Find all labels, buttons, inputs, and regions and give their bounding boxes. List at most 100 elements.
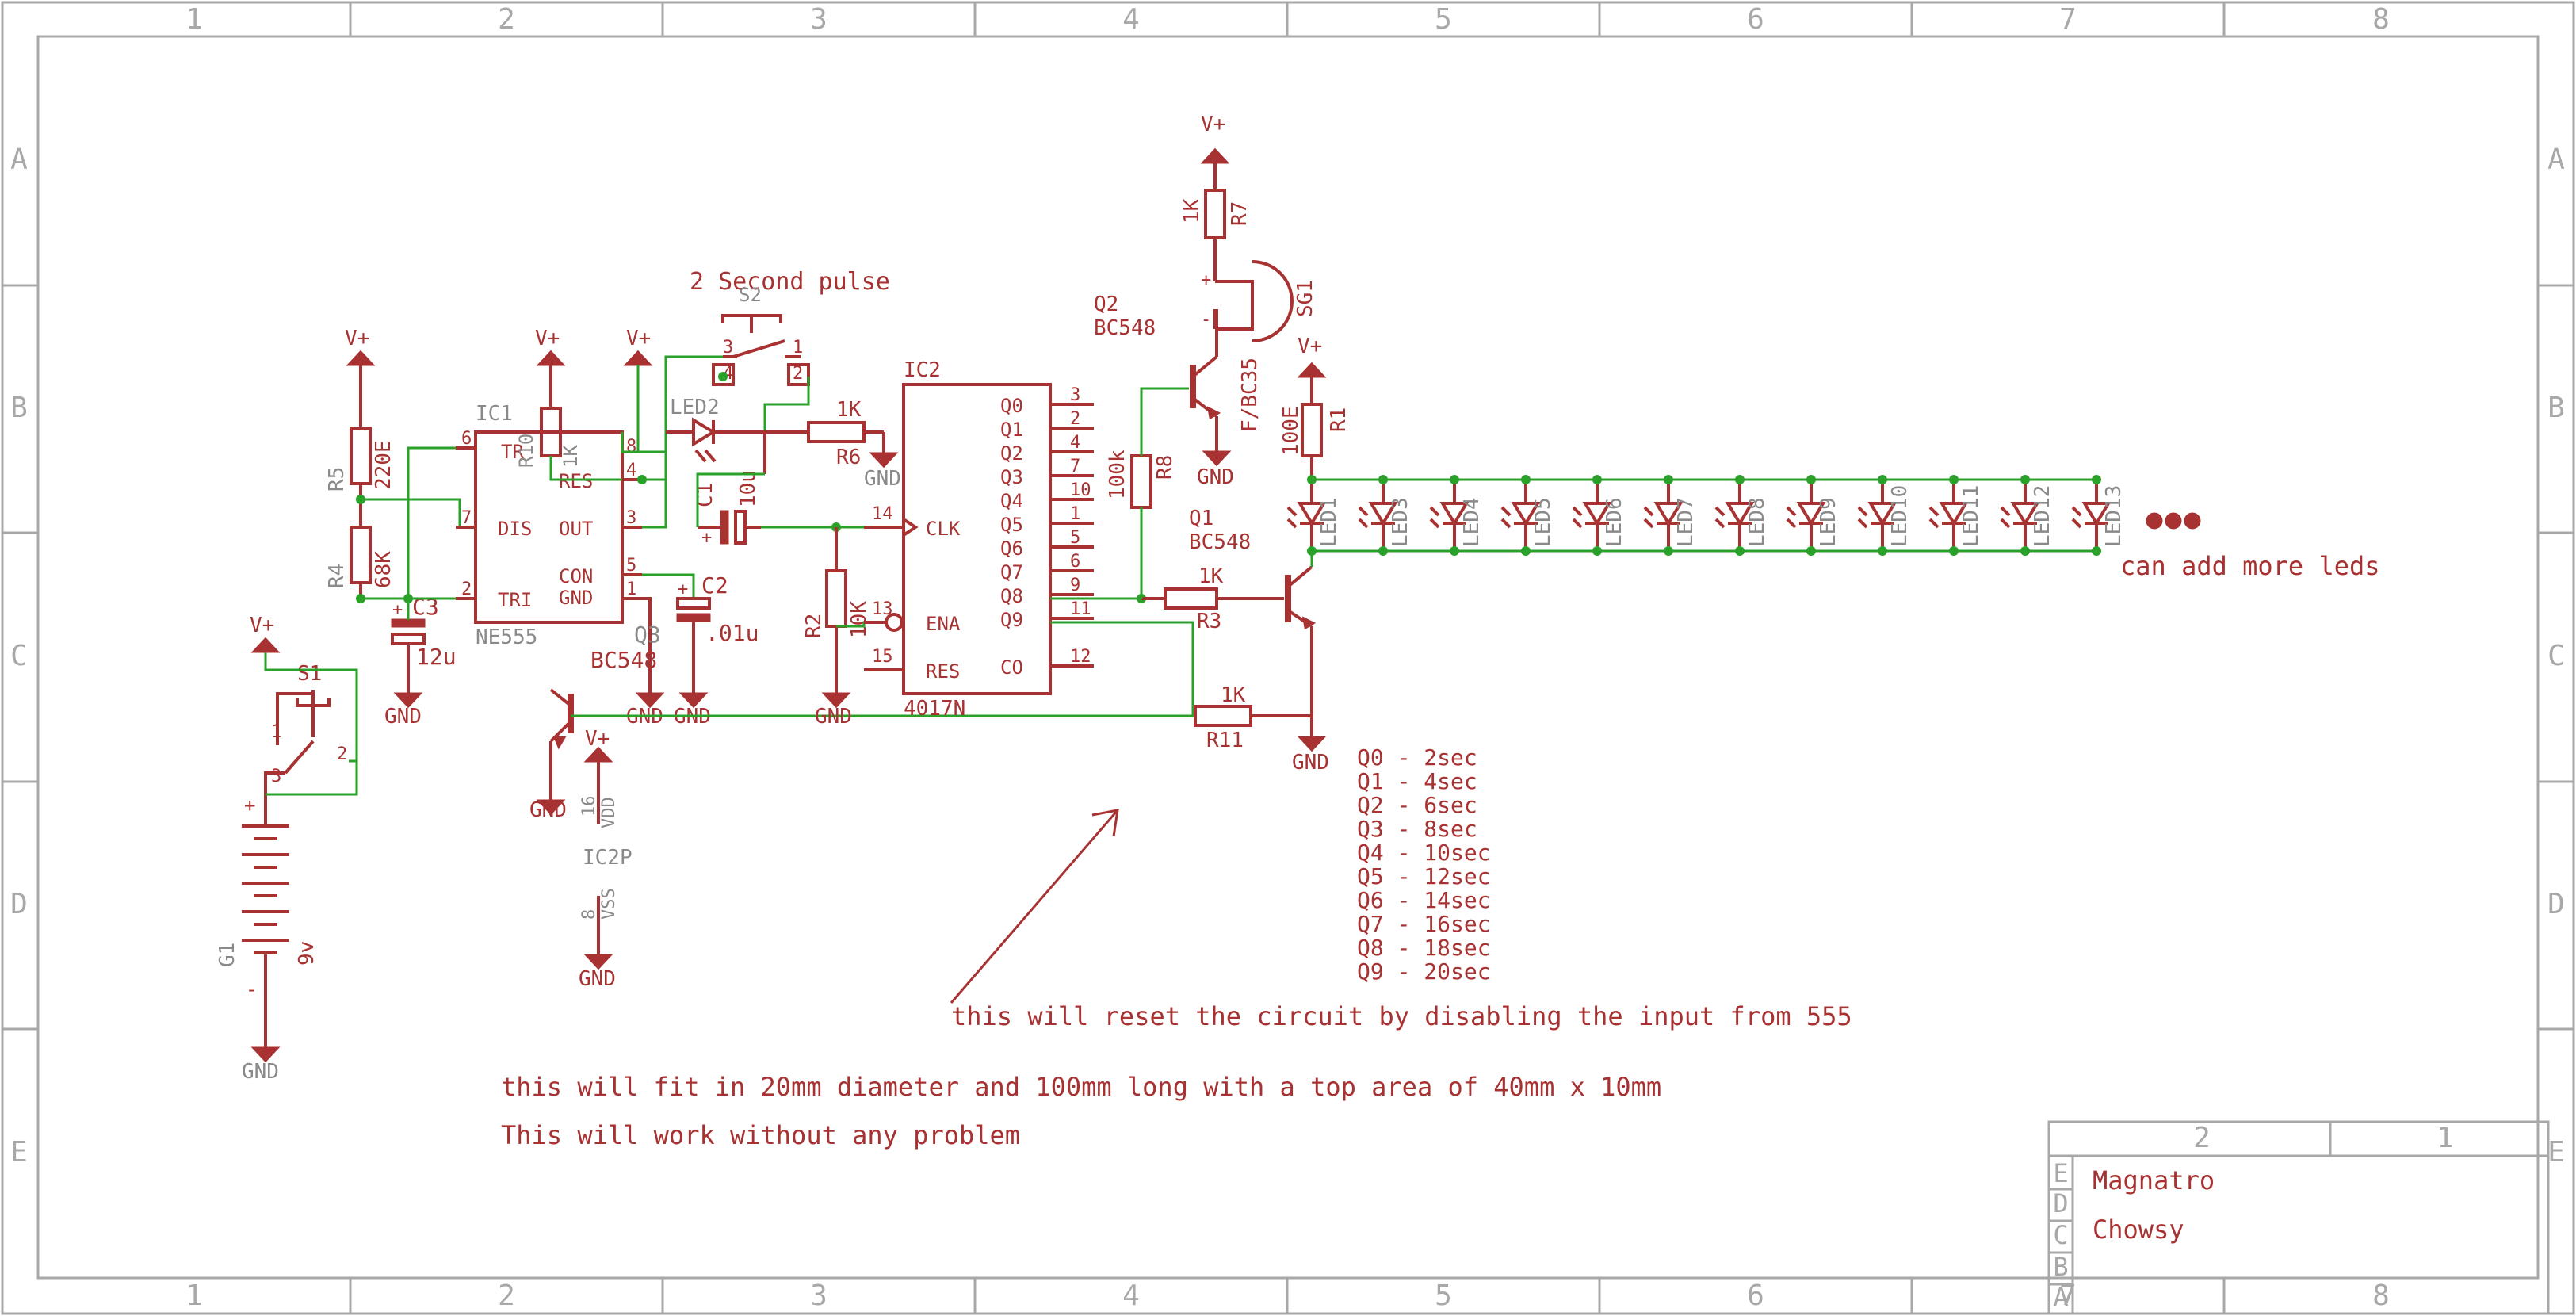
svg-text:15: 15 bbox=[872, 647, 893, 667]
switch-s2: 3 4 1 2 S2 bbox=[712, 284, 810, 386]
resistor-r2 bbox=[825, 569, 847, 628]
column-number-bottom: 1 bbox=[185, 1280, 203, 1312]
svg-text:LED5: LED5 bbox=[1531, 497, 1555, 547]
ic2-value: 4017N bbox=[904, 697, 965, 721]
wire-vplus-ic1 bbox=[621, 365, 640, 453]
svg-text:V+: V+ bbox=[345, 327, 369, 350]
ic1-pin-gnd: GND bbox=[559, 587, 593, 609]
buzzer-sg1: + - SG1 F/BC35 bbox=[1201, 260, 1317, 432]
ic2-pin-res: RES bbox=[926, 660, 960, 683]
column-number-top: 6 bbox=[1747, 3, 1764, 36]
wire-s1-battery bbox=[266, 759, 358, 796]
sg1-value: F/BC35 bbox=[1238, 358, 1262, 432]
ic2-pin-q5: Q5 bbox=[1000, 514, 1023, 536]
r5-name: R5 bbox=[325, 467, 349, 492]
title-block-row-d: D bbox=[2053, 1188, 2068, 1218]
svg-text:3: 3 bbox=[626, 508, 636, 528]
wire-out-res bbox=[642, 480, 667, 529]
title-block-row-a: A bbox=[2053, 1282, 2068, 1312]
r3-name: R3 bbox=[1197, 610, 1221, 633]
vplus-symbol-s1: V+ bbox=[250, 614, 281, 653]
svg-text:GND: GND bbox=[384, 705, 422, 729]
r7-name: R7 bbox=[1228, 201, 1252, 226]
svg-text:V+: V+ bbox=[250, 614, 274, 637]
capacitor-c1: + C1 10u bbox=[694, 470, 761, 548]
resistor-r1 bbox=[1301, 403, 1323, 457]
resistor-r4 bbox=[350, 526, 372, 584]
gnd-symbol-battery: GND bbox=[242, 1046, 281, 1084]
ic1-pin-res: RES bbox=[559, 470, 593, 492]
ic2-pin-q1: Q1 bbox=[1000, 419, 1023, 441]
ic2-pin-q6: Q6 bbox=[1000, 537, 1023, 560]
svg-text:LED9: LED9 bbox=[1817, 497, 1840, 547]
q1-name: Q1 bbox=[1189, 507, 1213, 530]
ic2-pin-number: 5 bbox=[1070, 528, 1080, 548]
svg-text:GND: GND bbox=[579, 967, 616, 991]
led-led13: LED13 bbox=[2071, 475, 2126, 556]
r10-value: 1K bbox=[560, 445, 582, 468]
led2-name: LED2 bbox=[670, 396, 720, 419]
svg-text:1: 1 bbox=[793, 338, 803, 358]
wire-r10-res bbox=[549, 456, 622, 481]
column-number-bottom: 3 bbox=[810, 1280, 827, 1312]
wire-r8-q2 bbox=[1140, 387, 1189, 456]
transistor-q2: Q2 BC548 bbox=[1094, 293, 1221, 452]
timing-row: Q7 - 16sec bbox=[1357, 911, 1491, 937]
s1-pin-1: 1 bbox=[271, 722, 281, 742]
row-letter-left: A bbox=[10, 143, 28, 176]
resistor-r11 bbox=[1194, 705, 1252, 727]
svg-text:V+: V+ bbox=[626, 327, 651, 350]
svg-text:8: 8 bbox=[626, 437, 636, 457]
resistor-r3 bbox=[1164, 587, 1218, 610]
svg-text:LED11: LED11 bbox=[1959, 485, 1983, 547]
wire-out-switch bbox=[664, 355, 682, 527]
capacitor-c3: + C3 12u bbox=[391, 594, 457, 694]
timing-row: Q3 - 8sec bbox=[1357, 816, 1477, 842]
title-block-row-c: C bbox=[2053, 1220, 2068, 1250]
svg-text:LED3: LED3 bbox=[1389, 497, 1412, 547]
wire-tr-tri bbox=[407, 446, 476, 599]
row-letter-left: D bbox=[10, 888, 28, 920]
column-number-top: 4 bbox=[1122, 3, 1140, 36]
ic2-pin-co: CO bbox=[1000, 656, 1023, 679]
svg-text:3: 3 bbox=[723, 338, 733, 358]
ic2-pin-number: 10 bbox=[1070, 480, 1091, 500]
r6-name: R6 bbox=[836, 446, 861, 469]
svg-text:1: 1 bbox=[626, 580, 636, 599]
r7-value: 1K bbox=[1180, 198, 1204, 224]
svg-text:2: 2 bbox=[461, 580, 472, 599]
timing-row: Q9 - 20sec bbox=[1357, 958, 1491, 985]
svg-text:6: 6 bbox=[461, 429, 472, 449]
note-fit: this will fit in 20mm diameter and 100mm… bbox=[501, 1072, 1661, 1102]
svg-text:LED10: LED10 bbox=[1888, 485, 1912, 547]
gnd-symbol-r2: GND bbox=[815, 692, 852, 729]
gnd-symbol-q1: GND bbox=[1292, 736, 1329, 775]
resistor-r7 bbox=[1204, 189, 1226, 239]
ic2-pin-number: 7 bbox=[1070, 457, 1080, 476]
s1-pin-2: 2 bbox=[337, 744, 347, 764]
s1-pin-3: 3 bbox=[271, 767, 281, 786]
column-number-top: 2 bbox=[498, 3, 515, 36]
timing-row: Q2 - 6sec bbox=[1357, 792, 1477, 818]
timing-row: Q5 - 12sec bbox=[1357, 863, 1491, 889]
column-number-top: 5 bbox=[1435, 3, 1452, 36]
svg-text:GND: GND bbox=[864, 467, 901, 491]
sg1-name: SG1 bbox=[1294, 280, 1317, 317]
svg-text:+: + bbox=[678, 580, 688, 599]
svg-text:GND: GND bbox=[1292, 751, 1329, 775]
svg-text:LED13: LED13 bbox=[2102, 485, 2126, 547]
resistor-r6 bbox=[807, 421, 866, 443]
svg-text:V+: V+ bbox=[535, 327, 560, 350]
battery-g1: + - G1 9v bbox=[216, 794, 319, 1048]
svg-text:5: 5 bbox=[626, 556, 636, 576]
vplus-symbol-r5: V+ bbox=[345, 327, 376, 366]
note-reset: this will reset the circuit by disabling… bbox=[951, 1001, 1852, 1031]
ic1-pin-dis: DIS bbox=[498, 518, 532, 540]
svg-text:LED4: LED4 bbox=[1460, 497, 1484, 547]
wire-ic1-gnd bbox=[642, 597, 652, 694]
row-letter-left: C bbox=[10, 640, 28, 672]
